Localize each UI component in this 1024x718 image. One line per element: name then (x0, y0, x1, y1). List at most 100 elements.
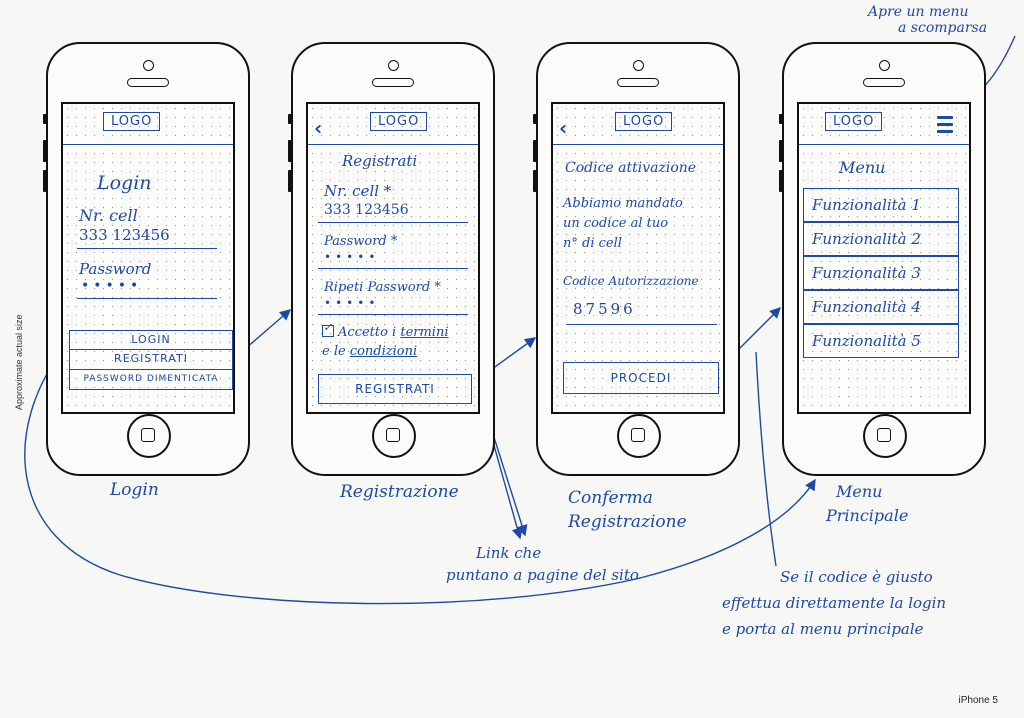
line-code-note (755, 351, 777, 567)
side-button (43, 170, 47, 192)
speaker-slot (617, 78, 659, 87)
approx-size-note: Approximate actual size (14, 314, 24, 410)
password-label: Password * (324, 234, 398, 249)
register-button[interactable]: REGISTRATI (69, 350, 233, 370)
phone-input[interactable]: 333 123456 (324, 202, 409, 218)
terms-checkbox[interactable] (322, 321, 334, 337)
phone-login: LOGO Login Nr. cell 333 123456 Password … (43, 42, 250, 476)
logo: LOGO (370, 112, 428, 131)
password-label: Password (79, 260, 152, 278)
speaker-slot (372, 78, 414, 87)
caption-confirm-1: Conferma (568, 488, 653, 508)
input-underline (77, 298, 217, 299)
home-button (127, 414, 171, 458)
logo: LOGO (103, 112, 161, 131)
menu-item-1[interactable]: Funzionalità 1 (803, 188, 959, 222)
terms-prefix-1: Accetto i (338, 325, 401, 340)
screen-confirm: ‹ LOGO Codice attivazione Abbiamo mandat… (551, 102, 725, 414)
side-button (43, 140, 47, 162)
caption-menu-1: Menu (836, 482, 883, 501)
header-divider (308, 144, 478, 145)
terms-link[interactable]: termini (400, 325, 449, 340)
screen-login: LOGO Login Nr. cell 333 123456 Password … (61, 102, 235, 414)
screen-title: Registrati (342, 152, 418, 170)
code-note-1: Se il codice è giusto (780, 568, 933, 586)
phone-label: Nr. cell * (324, 182, 392, 200)
device-model-label: iPhone 5 (958, 695, 998, 706)
camera-dot (879, 60, 890, 71)
header-divider (63, 144, 233, 145)
side-button (288, 114, 292, 124)
side-button (779, 170, 783, 192)
side-button (533, 170, 537, 192)
input-underline (77, 248, 217, 249)
terms-prefix-2: e le (322, 344, 350, 359)
side-button (779, 140, 783, 162)
screen-register: ‹ LOGO Registrati Nr. cell * 333 123456 … (306, 102, 480, 414)
caption-menu-2: Principale (826, 506, 909, 525)
code-label: Codice Autorizzazione (563, 274, 699, 288)
forgot-password-button[interactable]: PASSWORD DIMENTICATA (69, 370, 233, 390)
logo: LOGO (615, 112, 673, 131)
code-input[interactable]: 87596 (573, 300, 636, 318)
side-button (288, 140, 292, 162)
side-button (288, 170, 292, 192)
terms-line-1: Accetto i termini (322, 321, 449, 340)
register-submit-button[interactable]: REGISTRATI (318, 374, 472, 404)
screen-title: Menu (839, 158, 886, 177)
phone-label: Nr. cell (79, 206, 138, 225)
arrow-login-to-menu (24, 344, 816, 605)
home-button (372, 414, 416, 458)
menu-item-4[interactable]: Funzionalità 4 (803, 290, 959, 324)
terms-line-2: e le condizioni (322, 344, 417, 359)
phone-input[interactable]: 333 123456 (79, 226, 170, 244)
repeat-password-input[interactable]: ••••• (324, 296, 380, 310)
caption-confirm-2: Registrazione (568, 512, 687, 532)
speaker-slot (127, 78, 169, 87)
password-input[interactable]: ••••• (324, 250, 380, 264)
screen-title: Codice attivazione (565, 160, 697, 176)
input-underline (318, 268, 468, 269)
input-underline (318, 222, 468, 223)
phone-menu: LOGO Menu Funzionalità 1 Funzionalità 2 … (779, 42, 986, 476)
input-underline (318, 314, 468, 315)
logo: LOGO (825, 112, 883, 131)
menu-item-2[interactable]: Funzionalità 2 (803, 222, 959, 256)
header-divider (553, 144, 723, 145)
screen-menu: LOGO Menu Funzionalità 1 Funzionalità 2 … (797, 102, 971, 414)
phone-confirm: ‹ LOGO Codice attivazione Abbiamo mandat… (533, 42, 740, 476)
caption-login: Login (110, 480, 159, 500)
screen-title: Login (97, 172, 152, 194)
side-button (533, 140, 537, 162)
chevron-left-icon[interactable]: ‹ (314, 116, 323, 140)
phone-register: ‹ LOGO Registrati Nr. cell * 333 123456 … (288, 42, 495, 476)
hamburger-icon[interactable] (937, 116, 953, 137)
conditions-link[interactable]: condizioni (349, 344, 418, 359)
message-line-3: n° di cell (563, 236, 622, 251)
menu-item-3[interactable]: Funzionalità 3 (803, 256, 959, 290)
input-underline (567, 324, 717, 325)
chevron-left-icon[interactable]: ‹ (559, 116, 568, 140)
proceed-button[interactable]: PROCEDI (563, 362, 719, 394)
camera-dot (633, 60, 644, 71)
message-line-1: Abbiamo mandato (563, 196, 683, 211)
caption-register: Registrazione (340, 482, 459, 502)
password-input[interactable]: ••••• (81, 278, 143, 294)
links-note-2: puntano a pagine del sito (446, 566, 639, 584)
hamburger-note-1: Apre un menu (868, 4, 969, 20)
login-button[interactable]: LOGIN (69, 330, 233, 350)
hamburger-note-2: a scomparsa (898, 20, 988, 36)
speaker-slot (863, 78, 905, 87)
links-note-1: Link che (476, 544, 542, 562)
header-divider (799, 144, 969, 145)
home-button (863, 414, 907, 458)
code-note-2: effettua direttamente la login (722, 594, 947, 612)
repeat-password-label: Ripeti Password * (324, 280, 441, 295)
side-button (43, 114, 47, 124)
home-button (617, 414, 661, 458)
side-button (533, 114, 537, 124)
menu-item-5[interactable]: Funzionalità 5 (803, 324, 959, 358)
code-note-3: e porta al menu principale (722, 620, 924, 638)
side-button (779, 114, 783, 124)
camera-dot (143, 60, 154, 71)
